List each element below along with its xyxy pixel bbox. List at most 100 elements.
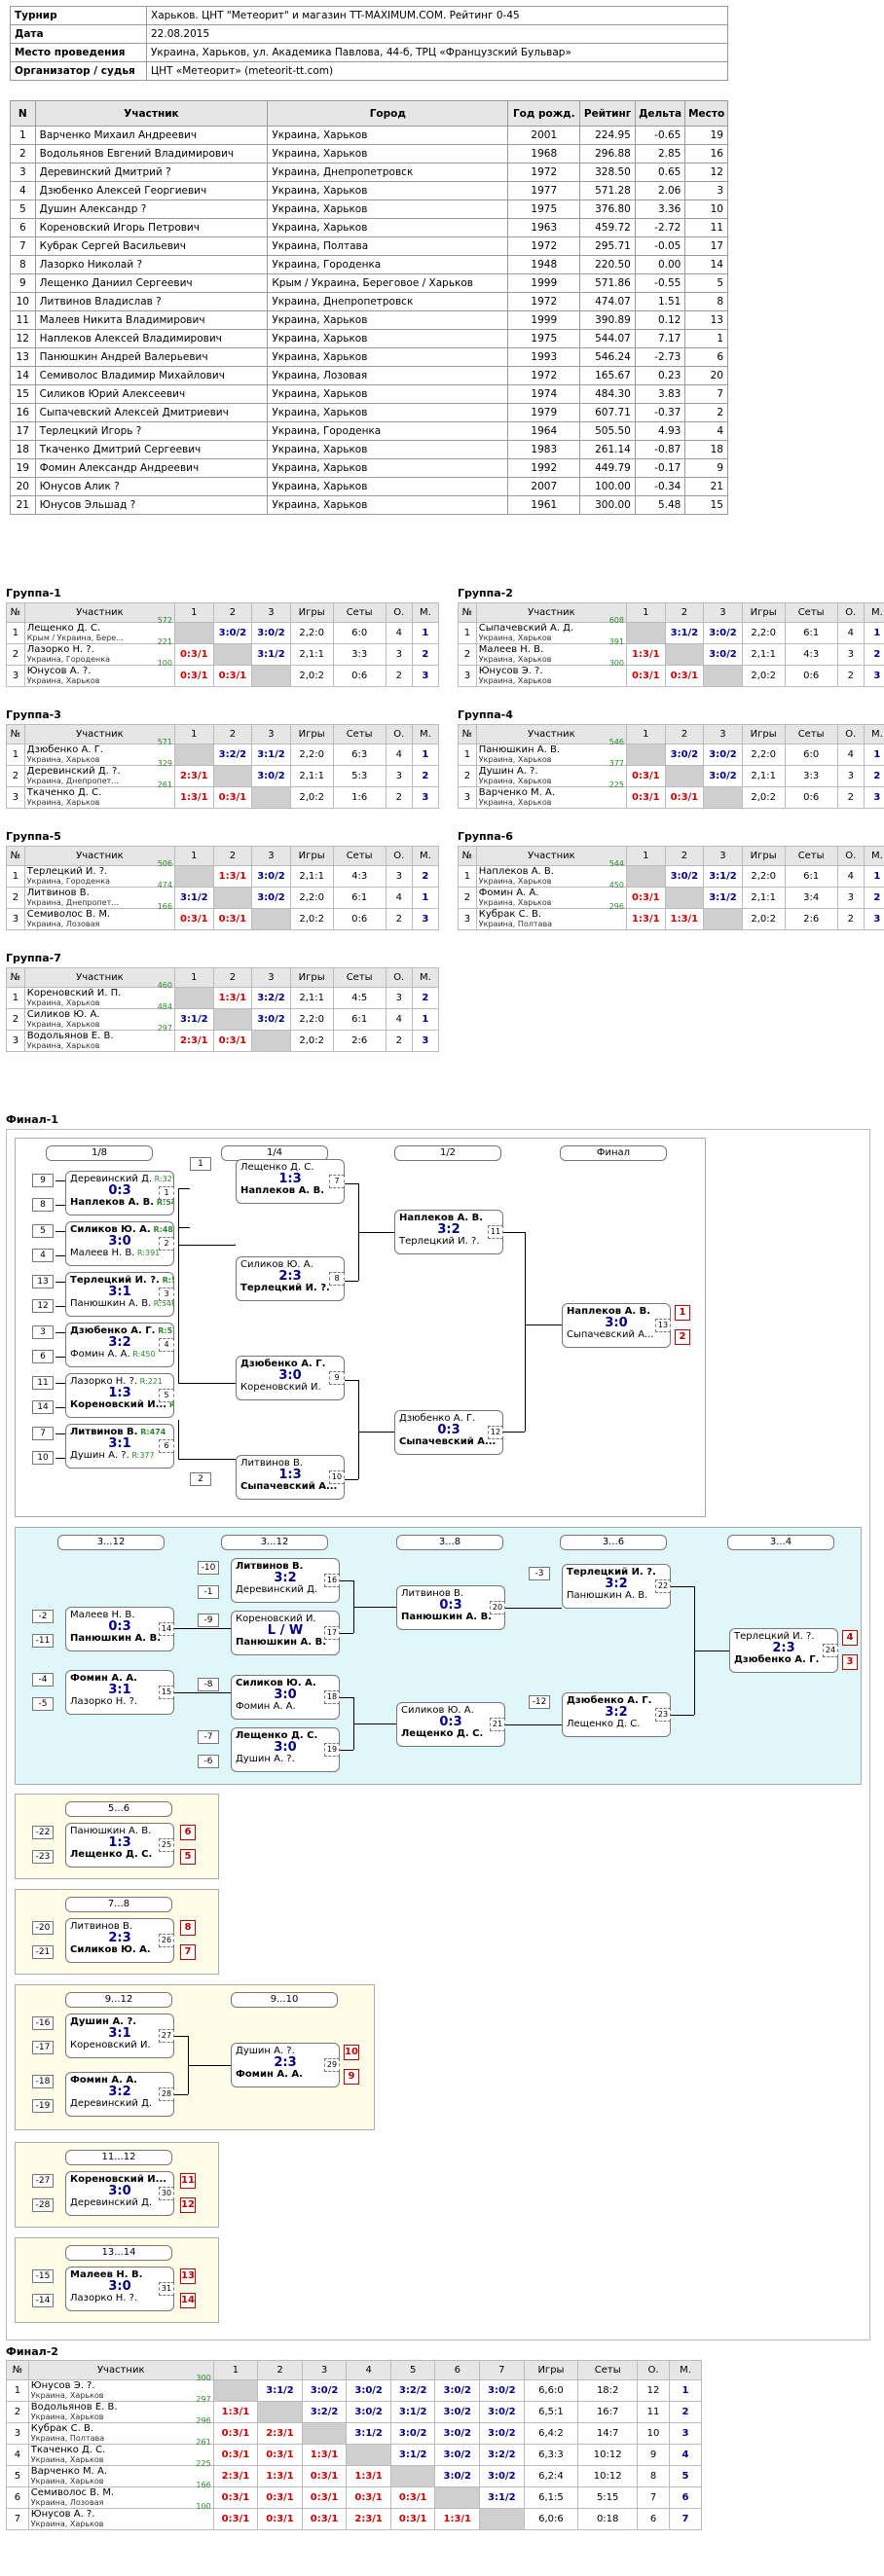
place-cell: 3 (668, 2422, 703, 2445)
points-cell: 2 (385, 908, 413, 930)
match-player-2: Фомин А. А. R:450 (70, 1349, 156, 1360)
player-rating: 484 (157, 1001, 172, 1011)
table-cell: 13 (684, 310, 728, 330)
result-mark: ∕1 (648, 892, 660, 903)
match-player-2: Силиков Ю. А. (70, 1944, 151, 1955)
table-cell: 5.48 (634, 495, 686, 515)
match-score: 0:3 (437, 1423, 460, 1437)
score-cell: 0:3∕1 (257, 2486, 303, 2509)
bracket-line (55, 1407, 65, 1408)
sets-cell: 3:4 (784, 887, 838, 909)
sets-cell: 1:6 (332, 786, 387, 809)
match-score: 3:1 (108, 2026, 131, 2041)
table-cell: Семиволос Владимир Михайлович (34, 366, 269, 385)
seed-box: -20 (32, 1921, 54, 1935)
table-cell: Украина, Харьков (267, 440, 509, 459)
table-cell: Силиков Юрий Алексеевич (34, 384, 269, 404)
score-cell: 3:2∕2 (301, 2401, 348, 2423)
score-cell: 2:3∕1 (174, 1030, 214, 1052)
sets-cell: 16:7 (577, 2401, 639, 2423)
score-cell: 3:0∕2 (479, 2422, 525, 2445)
seed-box: -11 (32, 1634, 54, 1648)
match-score: 1:3 (108, 1386, 131, 1400)
column-header: Игры (523, 2360, 579, 2380)
games-cell: 2,0:2 (289, 908, 334, 930)
seed-box: -3 (529, 1567, 550, 1580)
sets-cell: 3:3 (332, 643, 387, 666)
result-mark: ∕1 (283, 2471, 294, 2482)
round-header: 3...8 (396, 1535, 503, 1550)
player-name: Терлецкий И. ?. (26, 865, 108, 877)
match-player-1: Силиков Ю. А. R:484 (70, 1224, 173, 1235)
match-score: 3:0 (278, 1368, 302, 1383)
match-score: 1:3 (108, 1835, 131, 1850)
seed-box: -27 (32, 2174, 54, 2188)
row-number: 3 (6, 786, 25, 809)
result-mark: ∕2 (275, 649, 285, 660)
match-number: 4 (159, 1338, 174, 1352)
round-header: 9...10 (231, 1992, 338, 2008)
table-cell: 390.89 (579, 310, 636, 330)
score-cell: 3:0∕2 (479, 2401, 525, 2423)
score-cell: 3:0∕2 (251, 622, 291, 644)
table-cell: 3 (684, 181, 728, 200)
player-rating: 450 (608, 880, 624, 889)
main-bracket-area (15, 1138, 706, 1517)
table-cell: Украина, Харьков (267, 310, 509, 330)
score-cell: 2:3∕1 (346, 2508, 391, 2530)
column-header: Дельта (634, 100, 686, 127)
column-header: 4 (346, 2360, 391, 2380)
seed-box: -10 (198, 1561, 219, 1575)
score-cell: 0:3∕1 (664, 786, 705, 809)
place-cell: 2 (411, 643, 440, 666)
bracket-line (178, 1245, 236, 1246)
result-mark: ∕2 (726, 892, 737, 903)
match-score: 2:3 (108, 1931, 131, 1945)
column-header: Сеты (332, 602, 387, 623)
diagonal-cell (251, 786, 291, 809)
bracket-line (178, 1188, 190, 1189)
sets-cell: 0:6 (784, 786, 838, 809)
player-name: Водольянов Е. В. (26, 1030, 114, 1041)
group-title: Группа-2 (458, 587, 513, 599)
player-name: Дзюбенко А. Г. (26, 744, 103, 755)
player-name: Кореновский И. П. (26, 987, 122, 998)
result-mark: ∕1 (648, 671, 660, 681)
bracket-line (178, 1227, 190, 1228)
table-cell: 607.71 (579, 403, 636, 422)
match-rating: R:377 (129, 1451, 155, 1460)
diagonal-cell (703, 908, 743, 930)
games-cell: 2,1:1 (289, 765, 334, 787)
player-city: Украина, Городенка (26, 654, 111, 664)
player-name: Сыпачевский А. Д. (478, 622, 574, 634)
bracket-line (345, 1479, 358, 1480)
result-mark: ∕1 (236, 792, 247, 803)
bracket-line (178, 1420, 179, 1459)
score-cell: 0:3∕1 (346, 2486, 391, 2509)
column-header: Игры (289, 967, 334, 988)
table-cell: 9 (10, 273, 36, 293)
bracket-line (345, 1380, 358, 1381)
bracket-line (55, 1306, 65, 1307)
column-header: 3 (251, 967, 291, 988)
player-rating: 506 (157, 858, 172, 868)
result-mark: ∕1 (327, 2492, 339, 2503)
games-cell: 2,1:1 (289, 865, 334, 888)
player-rating: 544 (608, 858, 624, 868)
match-player-2: Панюшкин А. В. (70, 1633, 161, 1644)
seed-box: 5 (32, 1224, 54, 1238)
match-player-1: Наплеков А. В. (567, 1306, 651, 1317)
column-header: Участник (475, 846, 628, 866)
column-header: Сеты (332, 967, 387, 988)
table-cell: 1999 (507, 310, 581, 330)
